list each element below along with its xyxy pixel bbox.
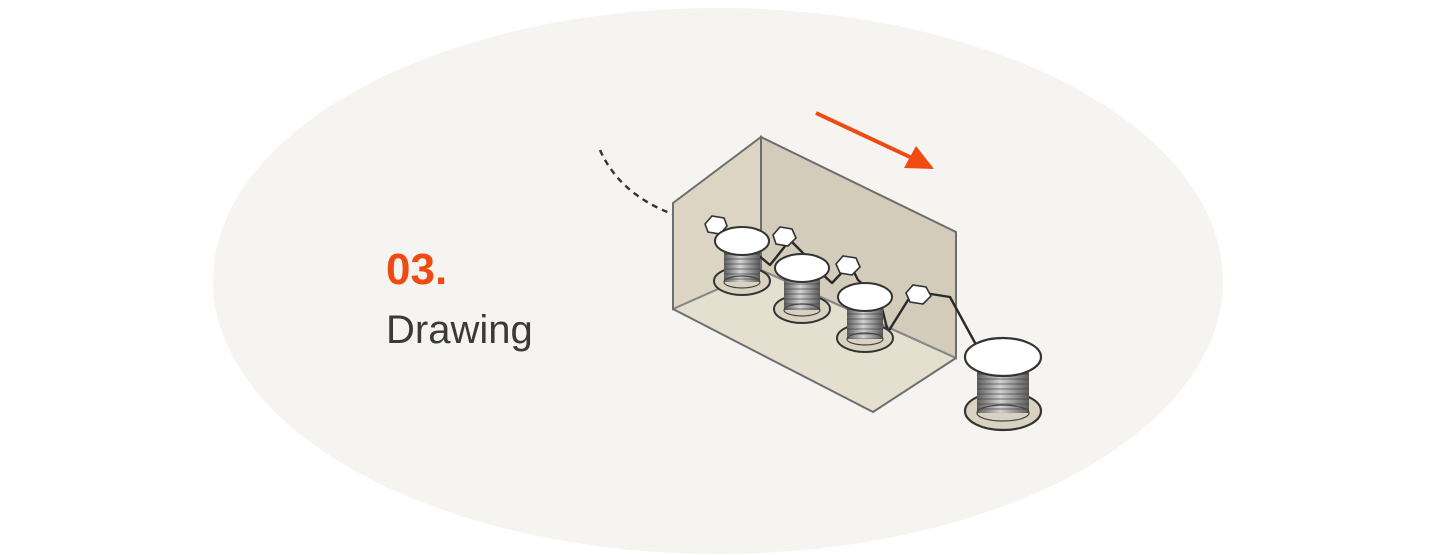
wire-spool-icon xyxy=(836,282,894,353)
wire-spool-icon xyxy=(713,226,771,296)
arrow-right-down-icon xyxy=(815,111,934,169)
step-number: 03. xyxy=(386,245,448,294)
step-label: Drawing xyxy=(386,308,533,352)
wire-spool-icon xyxy=(773,253,831,324)
drawing-die-icon xyxy=(704,215,932,305)
wire-spool-icon xyxy=(963,336,1043,432)
incoming-wire-dashed-path xyxy=(598,149,676,217)
